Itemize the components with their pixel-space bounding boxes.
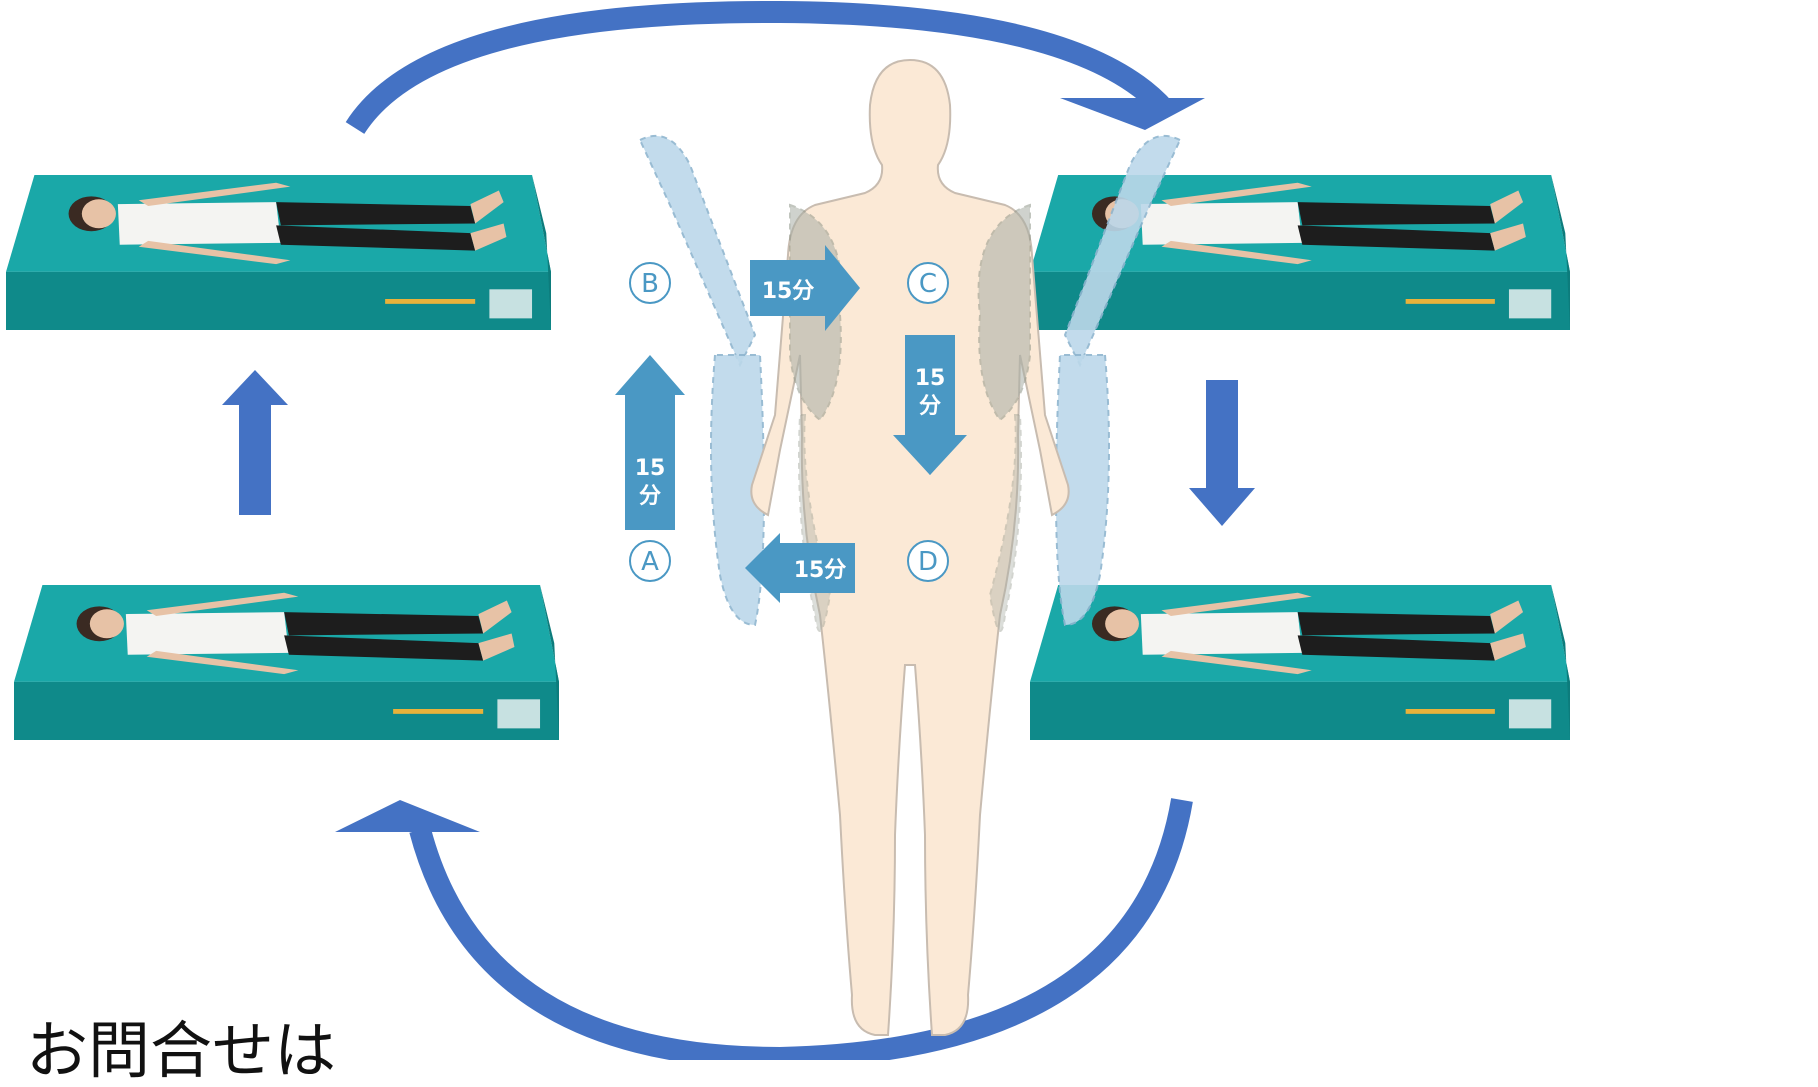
- duration-label-left-num: 15: [635, 456, 666, 481]
- zone-label-d: D: [908, 541, 948, 581]
- zone-label-c: C: [908, 263, 948, 303]
- up-arrow-icon: [222, 370, 288, 515]
- duration-label-left-unit: 分: [639, 484, 661, 509]
- svg-text:D: D: [918, 547, 938, 577]
- zone-label-b: B: [630, 263, 670, 303]
- duration-label-bottom: 15分: [794, 558, 847, 583]
- svg-text:B: B: [641, 269, 659, 299]
- cycle-arrow-icon: [335, 800, 480, 832]
- duration-label-top: 15分: [762, 279, 815, 304]
- duration-label-right-num: 15: [915, 366, 946, 391]
- bottom-caption: お問合せは: [26, 1020, 336, 1082]
- zone-label-a: A: [630, 541, 670, 581]
- body-pressure-diagram: 15分 15 分 15分 B: [700, 55, 1120, 1060]
- svg-text:C: C: [919, 269, 937, 299]
- duration-label-right-unit: 分: [919, 394, 941, 419]
- down-arrow-icon: [1189, 380, 1255, 526]
- svg-text:A: A: [641, 547, 659, 577]
